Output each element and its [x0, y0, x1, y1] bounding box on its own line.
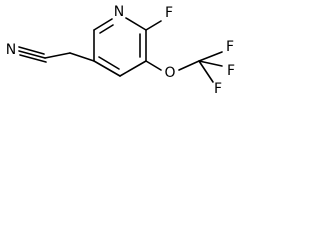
- cf3-f-bottom-label: F: [214, 81, 222, 97]
- double-bond-c4-c5: [98, 56, 120, 70]
- bond-c5-ch2: [69, 52, 95, 62]
- triple-bond-2: [18, 46, 45, 55]
- double-bond-c6-n1: [99, 24, 114, 34]
- triple-bond-1: [18, 50, 46, 59]
- structure-diagram: N N F O F F F: [0, 0, 292, 98]
- bond-ch2-cn: [44, 52, 71, 59]
- bond-o-cf3: [178, 60, 200, 71]
- triple-bond-3: [19, 54, 47, 63]
- ether-o-label: O: [164, 65, 175, 81]
- nitrile-n-label: N: [6, 42, 16, 58]
- bond-cf3-f-right: [198, 60, 223, 67]
- molecule-drawing: N N F O F F F: [6, 4, 235, 97]
- ring-f-label: F: [165, 5, 173, 21]
- cf3-f-right-label: F: [227, 63, 235, 79]
- bond-c4-c5: [93, 60, 121, 77]
- bond-cf3-f-top: [198, 51, 223, 62]
- bond-c2-f: [145, 20, 162, 31]
- bond-n1-c2: [125, 17, 147, 31]
- ring-n-label: N: [114, 4, 124, 20]
- bond-cf3-f-bottom: [198, 60, 214, 83]
- bond-c3-o: [145, 60, 162, 71]
- bond-c6-n1: [93, 18, 113, 31]
- cf3-f-top-label: F: [226, 39, 234, 55]
- bond-c3-c4: [119, 60, 147, 77]
